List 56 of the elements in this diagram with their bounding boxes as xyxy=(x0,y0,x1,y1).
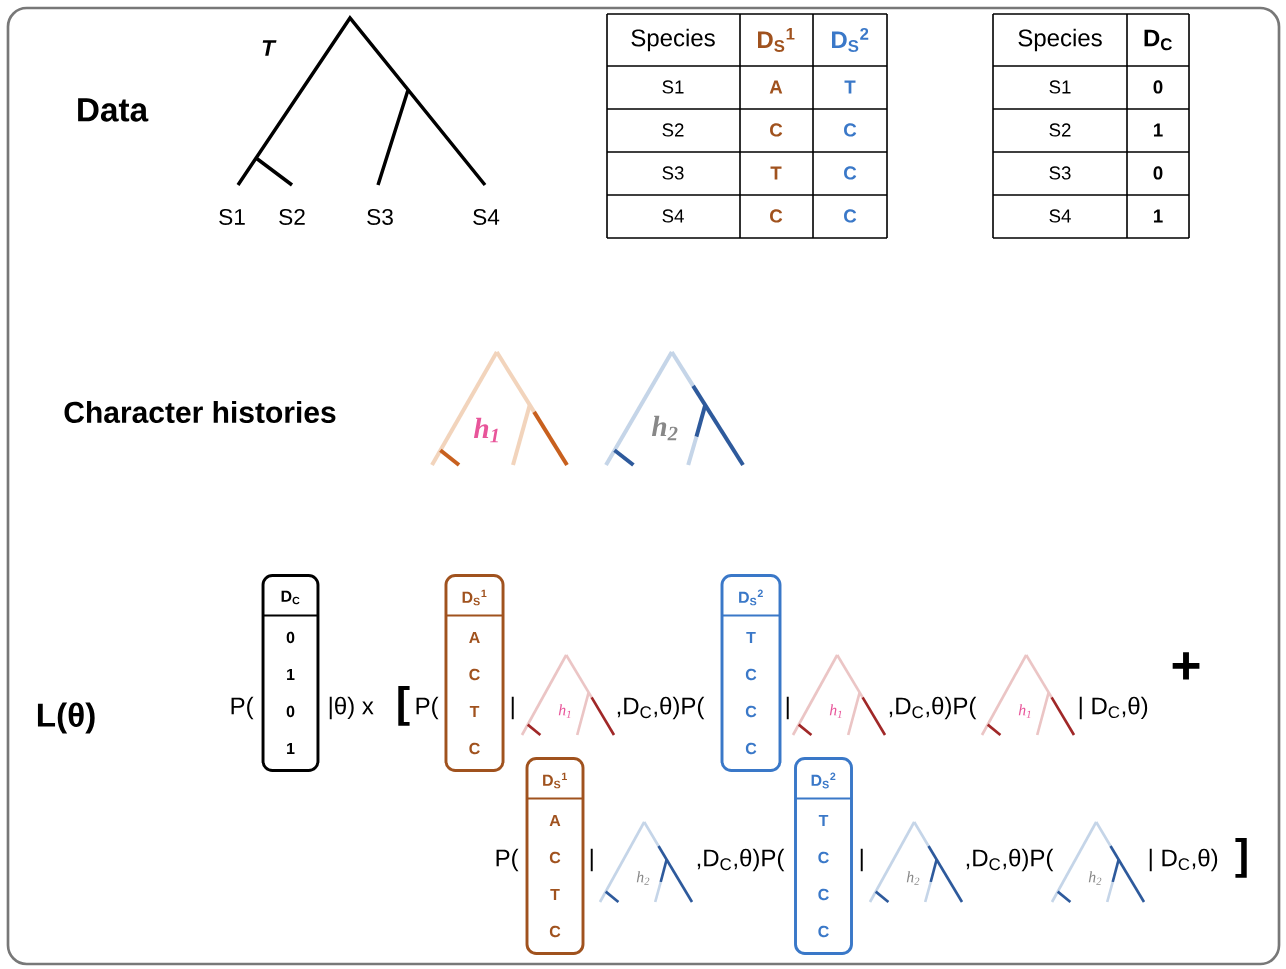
vector-box: D$_{C}$ 0 1 0 1 xyxy=(261,574,320,772)
tree-label: T xyxy=(262,40,277,56)
history-label: h$_{1}$ xyxy=(558,704,571,718)
leaf-label: S4 xyxy=(473,208,500,226)
header-text: D$_{S}$2 xyxy=(832,27,869,52)
vector-box: D$_{S}$1 A C T C xyxy=(444,574,505,772)
history-label: h$_{2}$ xyxy=(636,871,650,885)
cell-text: C xyxy=(770,123,783,137)
header-text: D$_{C}$ xyxy=(1144,29,1172,51)
cell-text: S4 xyxy=(1049,209,1071,223)
leaf-label: S3 xyxy=(367,208,393,226)
history-label: h$_{1}$ xyxy=(829,704,842,718)
cell-text: S1 xyxy=(1049,80,1071,94)
plus-sign: + xyxy=(1172,652,1200,680)
formula-text: | D$_{C}$,θ) xyxy=(1149,848,1218,872)
cell-text: 0 xyxy=(1153,166,1163,180)
header-text: Species xyxy=(631,28,715,52)
cell-text: C xyxy=(844,123,857,137)
bracket-symbol: [ xyxy=(398,686,410,726)
history-label: h$_{1}$ xyxy=(473,417,498,443)
header-text: Species xyxy=(1018,28,1102,52)
cell-text: S2 xyxy=(1049,123,1071,137)
history-label: h$_{1}$ xyxy=(1018,704,1031,718)
history-label: h$_{2}$ xyxy=(1088,871,1102,885)
formula-text: | xyxy=(511,696,514,720)
section-heading: L(θ) xyxy=(37,702,95,734)
cell-text: T xyxy=(770,166,782,180)
cell-text: S4 xyxy=(662,209,684,223)
formula-text: ,D$_{C}$,θ)P( xyxy=(966,848,1054,872)
cell-text: S3 xyxy=(1049,166,1071,180)
formula-text: | D$_{C}$,θ) xyxy=(1079,696,1148,720)
section-heading: Character histories xyxy=(64,400,336,423)
cell-text: T xyxy=(844,80,856,94)
cell-text: 1 xyxy=(1154,123,1163,137)
bracket-symbol: ] xyxy=(1235,838,1247,878)
cell-text: S3 xyxy=(662,166,684,180)
leaf-label: S1 xyxy=(219,208,245,226)
cell-text: S1 xyxy=(662,80,684,94)
cell-text: C xyxy=(844,209,857,223)
history-label: h$_{2}$ xyxy=(651,415,678,441)
formula-text: | xyxy=(786,696,789,720)
leaf-label: S2 xyxy=(279,208,305,226)
formula-text: ,D$_{C}$,θ)P( xyxy=(617,696,705,720)
cell-text: 1 xyxy=(1154,209,1163,223)
history-label: h$_{2}$ xyxy=(906,871,920,885)
cell-text: A xyxy=(769,80,783,94)
header-text: D$_{S}$1 xyxy=(758,28,795,52)
formula-text: ,D$_{C}$,θ)P( xyxy=(889,696,977,720)
cell-text: 0 xyxy=(1153,80,1163,94)
cell-text: C xyxy=(844,166,857,180)
cell-text: C xyxy=(770,209,783,223)
vector-box: D$_{S}$2 T C C C xyxy=(794,757,853,955)
vector-box: D$_{S}$1 A C T C xyxy=(525,757,585,955)
vector-box: D$_{S}$2 T C C C xyxy=(720,574,782,772)
cell-text: S2 xyxy=(662,123,684,137)
section-heading: Data xyxy=(78,98,149,122)
